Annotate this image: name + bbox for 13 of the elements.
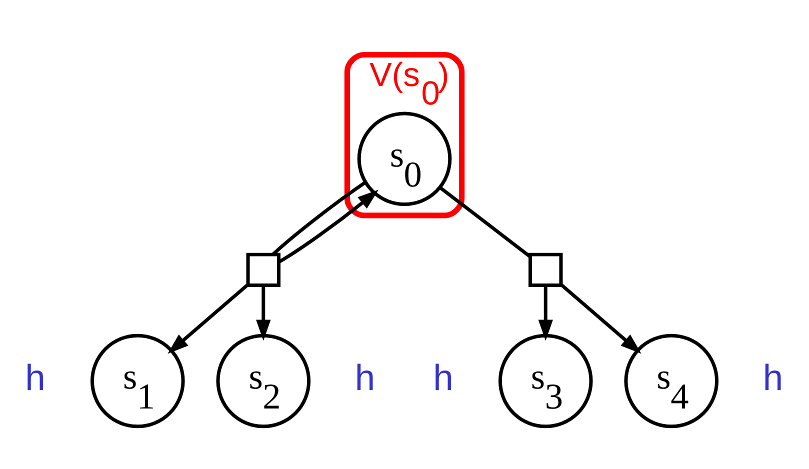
connector (439, 186, 531, 258)
arrow (278, 189, 378, 263)
node-label: h (433, 356, 454, 398)
arrow (256, 284, 271, 340)
node-box (528, 252, 563, 287)
connector (272, 180, 366, 256)
node-label: h (762, 356, 784, 398)
node-label: h (25, 356, 46, 398)
arrow (538, 284, 553, 340)
node-box (246, 252, 280, 287)
arrow (168, 282, 250, 354)
node-label: h (354, 356, 376, 398)
arrow (560, 282, 642, 354)
